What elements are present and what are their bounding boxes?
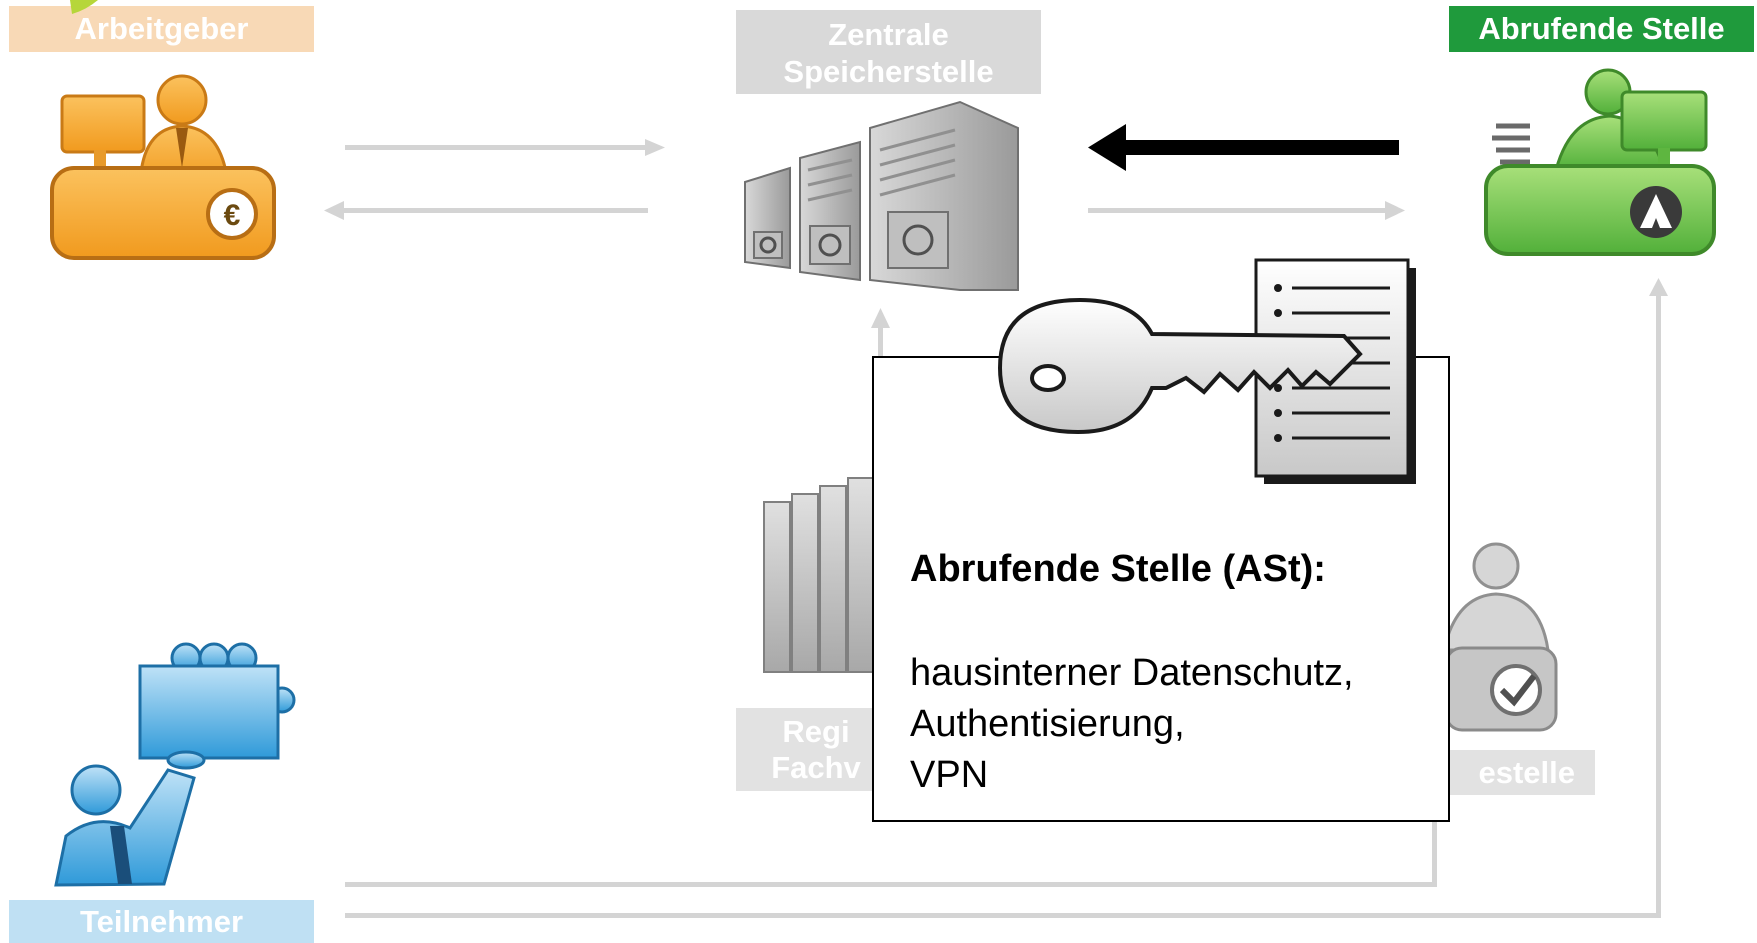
arbeitgeber-label: Arbeitgeber — [74, 11, 249, 46]
register-label-line2: Fachv — [771, 750, 861, 785]
zentrale-label: Zentrale Speicherstelle — [736, 10, 1041, 94]
employer-at-desk-euro-icon: € — [50, 74, 276, 260]
arbeitgeber-label-bg — [9, 6, 314, 52]
pruefstelle-label-bg — [1430, 750, 1595, 795]
popup-line-2: Authentisierung, — [910, 703, 1185, 745]
zentrale-label-line1: Zentrale — [828, 17, 949, 52]
file-folders-icon — [763, 477, 875, 673]
popup-line-3: VPN — [910, 754, 989, 796]
corner-leaf-icon — [70, 0, 98, 14]
popup-title: Abrufende Stelle (ASt): — [910, 548, 1326, 590]
arrow-zentrale-to-abrufende — [1088, 201, 1405, 220]
svg-text:€: € — [224, 199, 241, 232]
agency-desk-icon — [1484, 68, 1716, 256]
zentrale-label-line2: Speicherstelle — [783, 54, 994, 89]
arrow-arbeitgeber-to-zentrale — [345, 139, 665, 156]
zentrale-label-bg — [736, 10, 1041, 94]
register-label: Regi Fachv — [736, 708, 896, 791]
arrow-zentrale-to-arbeitgeber — [324, 201, 648, 220]
popup-line-1: hausinterner Datenschutz, — [910, 652, 1354, 694]
participant-with-card-icon — [54, 642, 296, 887]
line-teilnehmer-to-pruefstelle — [345, 820, 1437, 887]
teilnehmer-label-bg — [9, 900, 314, 943]
server-vault-icon — [744, 100, 1019, 291]
abrufende-label: Abrufende Stelle — [1478, 11, 1725, 46]
abrufende-label-bg — [1449, 6, 1754, 52]
teilnehmer-label: Teilnehmer — [79, 904, 244, 939]
arrow-teilnehmer-to-abrufende — [345, 278, 1668, 918]
verifier-checkmark-icon — [1442, 542, 1558, 732]
pruefstelle-label: estelle — [1478, 755, 1575, 790]
register-label-line1: Regi — [782, 714, 850, 749]
arrow-abrufende-to-zentrale — [1088, 124, 1399, 171]
info-popup: Abrufende Stelle (ASt): hausinterner Dat… — [872, 356, 1450, 822]
